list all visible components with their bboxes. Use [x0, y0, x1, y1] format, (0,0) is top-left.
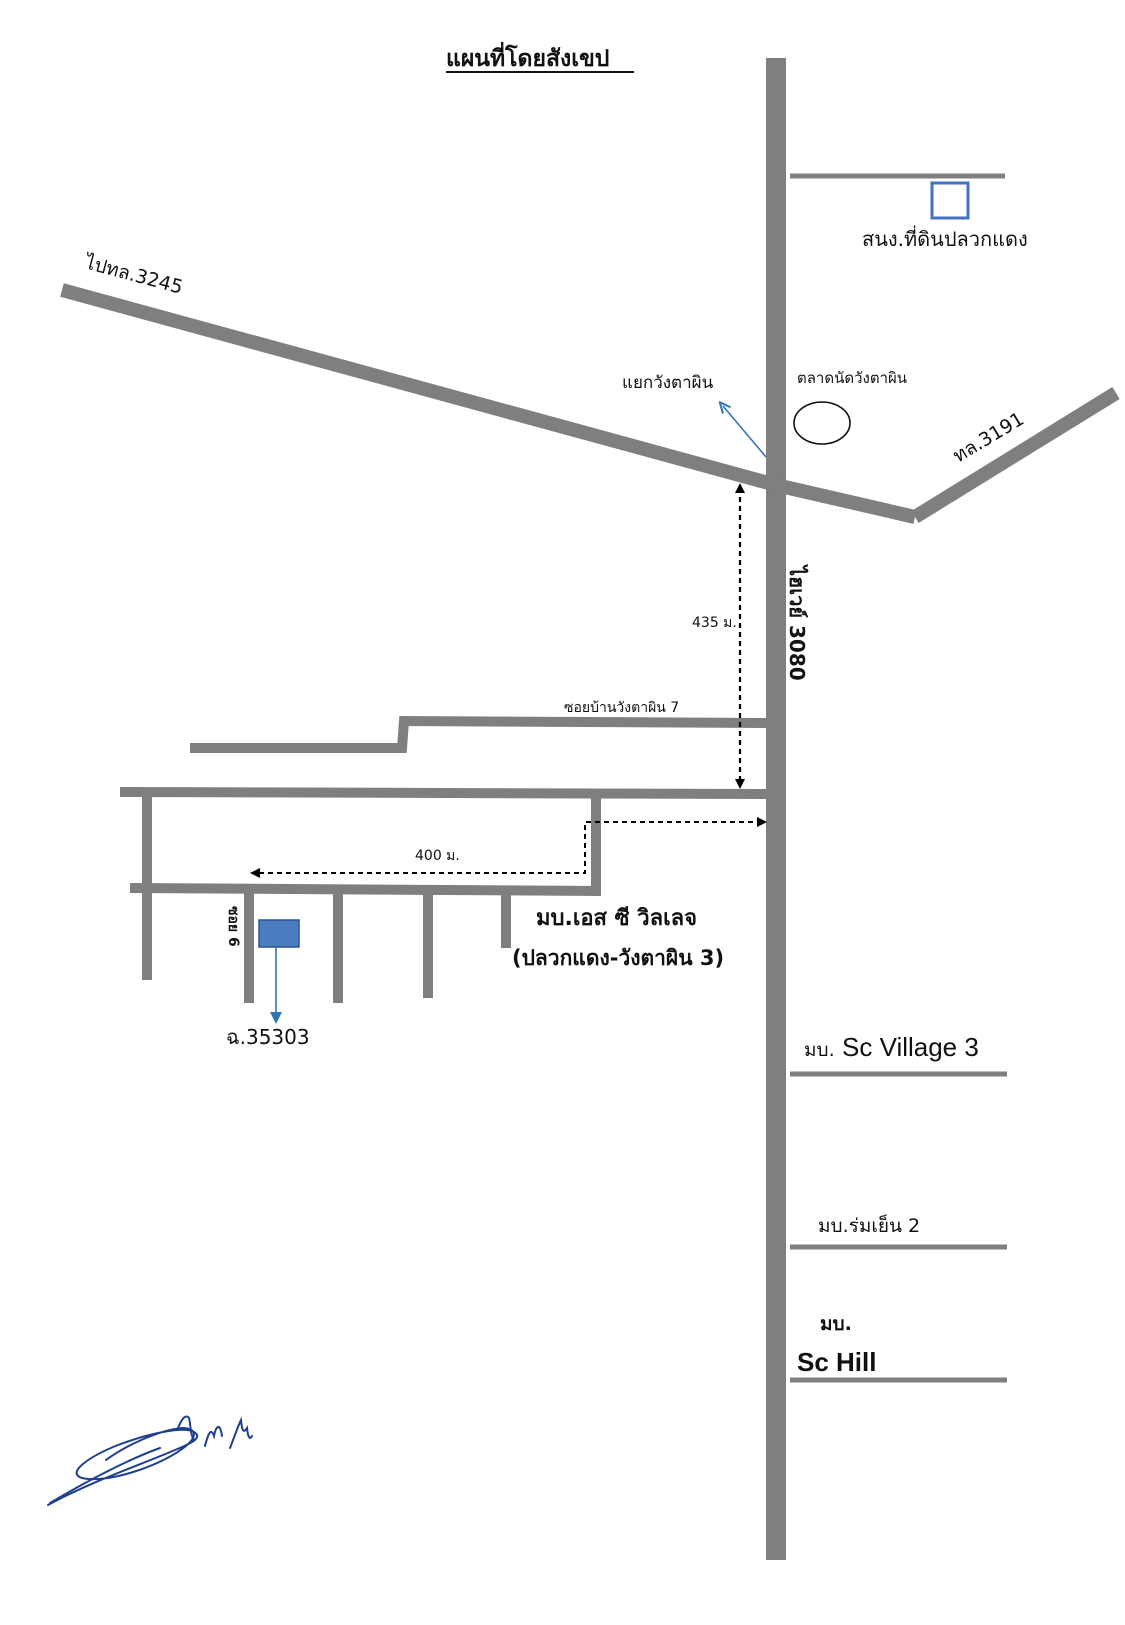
- village-name: มบ.เอส ซี วิลเลจ: [536, 906, 697, 931]
- road-3245: [60, 283, 778, 492]
- intersection-label: แยกวังตาผิน: [622, 373, 714, 393]
- distance-435-label: 435 ม.: [692, 615, 737, 631]
- signature-image: [47, 1415, 253, 1506]
- soi-7-label: ซอยบ้านวังตาผิน 7: [564, 700, 679, 716]
- square-outline-icon: [930, 181, 970, 220]
- distance-400-path: [250, 817, 767, 878]
- map-title: แผนที่โดยสังเขป: [446, 41, 609, 72]
- road-3191-segment-b: [911, 387, 1120, 523]
- intersection-arrow-icon: [723, 406, 767, 458]
- circle-outline-icon: [793, 401, 851, 445]
- road-3245-label: ไปทล.3245: [81, 251, 185, 299]
- rectangle-marker-icon: [258, 919, 300, 948]
- road-soi-7: [190, 715, 769, 753]
- rom-yen-2-label: มบ.ร่มเย็น 2: [818, 1213, 920, 1237]
- sc-village-3-prefix: มบ.: [804, 1039, 835, 1061]
- market-label: ตลาดนัดวังตาผิน: [797, 369, 907, 387]
- soi-6-label: ซอย 6: [225, 906, 241, 947]
- distance-400-label: 400 ม.: [415, 848, 460, 864]
- plot-deed-label: ฉ.35303: [226, 1025, 310, 1049]
- sc-hill-name: Sc Hill: [797, 1347, 876, 1377]
- road-village-lower: [129, 883, 602, 896]
- road-network: [60, 58, 1120, 1560]
- road-3191-segment-a: [774, 478, 917, 524]
- land-office-label: สนง.ที่ดินปลวกแดง: [862, 225, 1028, 251]
- sc-village-3-name: Sc Village 3: [842, 1032, 979, 1062]
- road-village-main: [119, 787, 769, 799]
- sc-hill-prefix: มบ.: [820, 1313, 852, 1335]
- highway-3080-label: ไฮเวย์ 3080: [785, 564, 809, 681]
- village-subname: (ปลวกแดง-วังตาผิน 3): [512, 946, 724, 970]
